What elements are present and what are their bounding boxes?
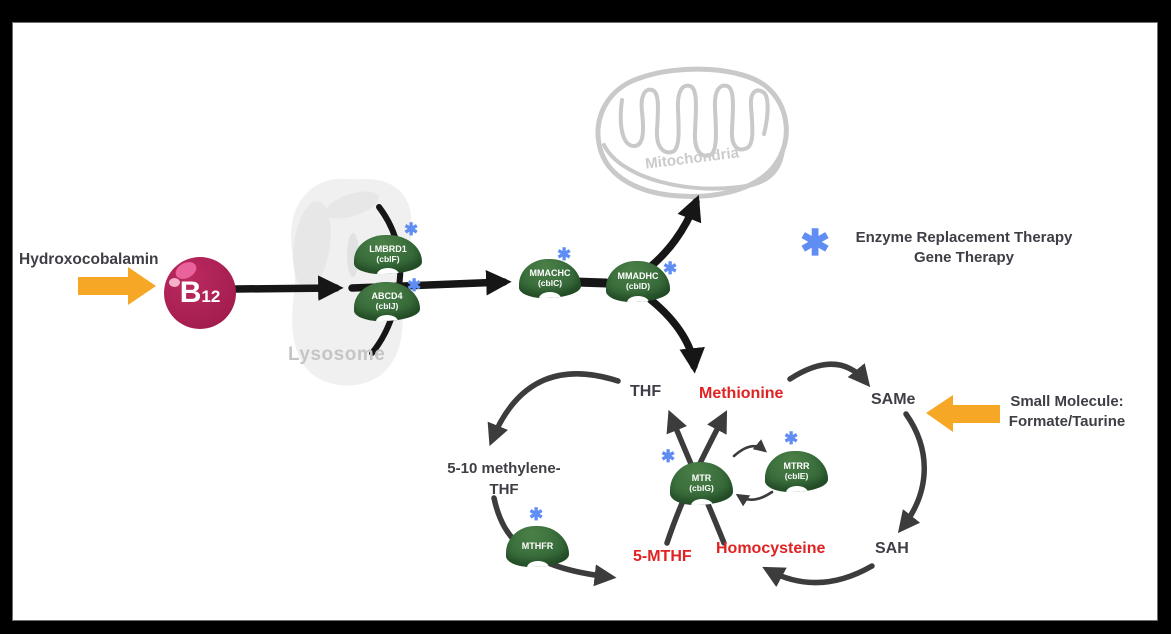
mitochondria-cristae (618, 83, 770, 158)
metabolite-sah: SAH (875, 540, 909, 557)
therapy-asterisk-mmadhc: ✱ (663, 259, 678, 278)
metabolite-methylene-thf: 5-10 methylene- THF (447, 460, 561, 498)
therapy-asterisk-abcd4: ✱ (407, 276, 422, 295)
lysosome-label: Lysosome (288, 344, 386, 365)
arrow-sah-to-homocysteine (762, 563, 875, 587)
bean-notch (526, 561, 549, 567)
arrow-mmadhc-to-mitochondria (645, 194, 702, 272)
enzyme-lmbrd1: LMBRD1(cblF) (354, 235, 422, 274)
enzyme-mmachc: MMACHC(cblC) (519, 259, 581, 298)
enzyme-mthfr: MTHFR (506, 526, 569, 567)
bean-notch (377, 268, 399, 274)
enzyme-mtr: MTR(cblG) (670, 462, 733, 505)
bean-notch (539, 292, 561, 298)
arrow-same-to-sah (897, 411, 927, 534)
b12-label: B12 (179, 276, 221, 309)
legend-text: Enzyme Replacement Therapy Gene Therapy (855, 229, 1073, 266)
legend-asterisk-icon: ✱ (800, 222, 831, 263)
metabolite-5mthf: 5-MTHF (633, 548, 692, 565)
small-molecule-arrow (926, 395, 1000, 432)
arrow-methionine-to-same (787, 361, 871, 388)
bean-notch (376, 315, 398, 321)
hydroxocobalamin-label: Hydroxocobalamin (19, 251, 159, 268)
metabolite-methionine: Methionine (699, 385, 784, 402)
therapy-asterisk-mmachc: ✱ (557, 245, 572, 264)
arrow-thf-to-methylenethf (487, 371, 621, 447)
connector-mmachc-mmadhc (571, 277, 611, 288)
b12-molecule: B12 (164, 257, 236, 329)
enzyme-abcd4: ABCD4(cblJ) (354, 282, 420, 321)
metabolite-same: SAMe (871, 391, 916, 408)
arrow-mmadhc-to-cycle (647, 296, 705, 374)
therapy-asterisk-mtr: ✱ (661, 447, 676, 466)
b12-highlight-small (169, 278, 180, 287)
therapy-asterisk-mthfr: ✱ (529, 505, 544, 524)
bean-notch (690, 499, 713, 505)
arrow-b12-to-lysosome (232, 275, 344, 301)
metabolite-thf: THF (630, 383, 662, 400)
small-molecule-label: Small Molecule: Formate/Taurine (1008, 393, 1126, 430)
bean-notch (785, 486, 808, 492)
arrow-mtrr-to-mtr (735, 490, 774, 507)
hydroxocobalamin-arrow (78, 267, 156, 305)
arrow-mtr-to-mtrr (732, 439, 767, 458)
enzyme-mtrr: MTRR(cblE) (765, 451, 828, 492)
bean-notch (627, 296, 649, 302)
mitochondria-shape (595, 66, 789, 199)
therapy-asterisk-lmbrd1: ✱ (404, 220, 419, 239)
therapy-asterisk-mtrr: ✱ (784, 429, 799, 448)
enzyme-mmadhc: MMADHC(cblD) (606, 261, 670, 302)
metabolite-homocysteine: Homocysteine (716, 540, 826, 557)
